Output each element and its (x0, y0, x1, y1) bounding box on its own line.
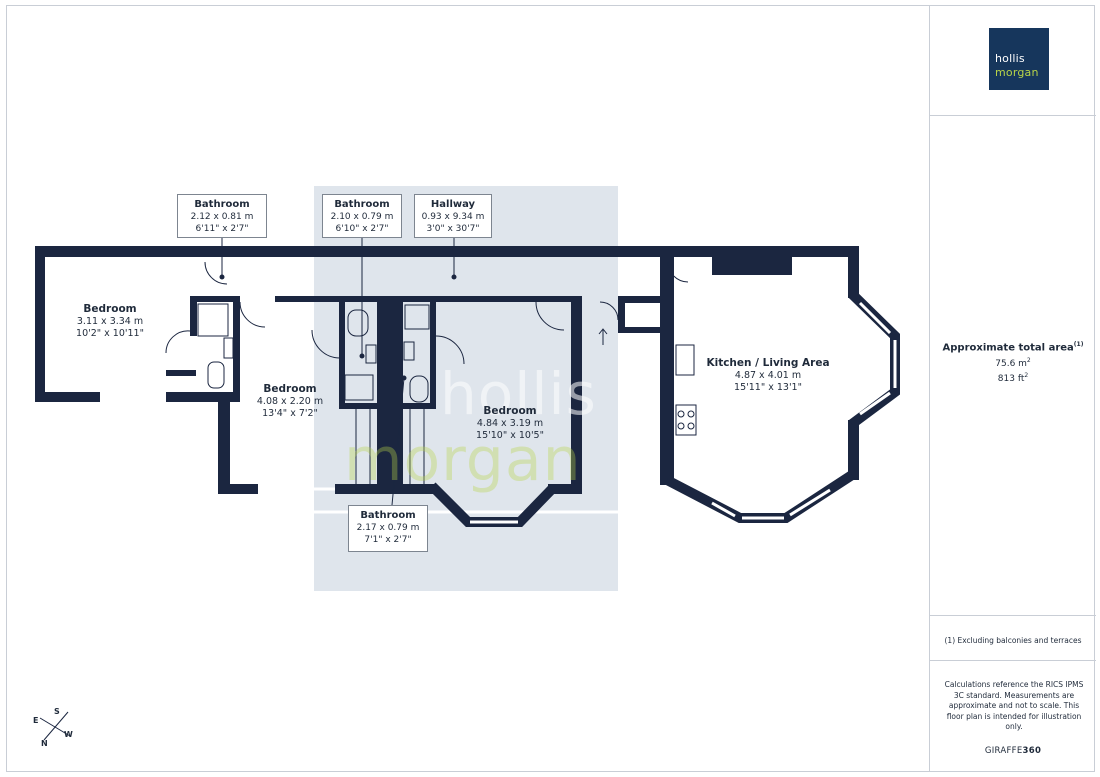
wall-bath1-right (233, 296, 240, 402)
compass-rose (39, 711, 71, 741)
room-imperial: 15'11" x 13'1" (734, 382, 802, 393)
label-imperial: 3'0" x 30'7" (426, 224, 480, 234)
wall-bath3-bottom (400, 403, 436, 409)
giraffe360-brand: GIRAFFE360 (984, 746, 1042, 756)
wall-kitchen-right-top (848, 246, 859, 298)
wall-hall-right-c (618, 327, 660, 333)
room-imperial: 15'10" x 10'5" (476, 430, 544, 441)
area-footnote-marker: (1) (1073, 341, 1084, 348)
label-hallway: Hallway 0.93 x 9.34 m 3'0" x 30'7" (414, 194, 492, 238)
wall-bedroom3-bottom (548, 484, 582, 494)
room-title: Bedroom (83, 303, 137, 315)
label-title: Hallway (430, 199, 476, 210)
total-area-m2: 75.6 m2 (995, 357, 1031, 369)
divider (930, 660, 1096, 661)
wall-hall-right-b (618, 296, 625, 333)
logo-line2: morgan (995, 66, 1039, 79)
room-imperial: 13'4" x 7'2" (262, 408, 318, 419)
wall-bedroom2-bottom (218, 484, 258, 494)
wall-bedroom2-left (218, 396, 230, 494)
room-kitchen: Kitchen / Living Area 4.87 x 4.01 m 15'1… (700, 356, 836, 394)
label-bathroom-bottom: Bathroom 2.17 x 0.79 m 7'1" x 2'7" (348, 505, 428, 552)
label-metric: 2.12 x 0.81 m (190, 212, 254, 222)
window-panes (100, 301, 897, 524)
label-imperial: 6'11" x 2'7" (195, 224, 249, 234)
wall-bath1-top (190, 296, 240, 302)
wall-hall-top (275, 296, 580, 302)
wall-top (35, 246, 859, 257)
room-title: Kitchen / Living Area (706, 357, 830, 369)
wall-bath1-bottom (166, 370, 196, 376)
label-bathroom-mid: Bathroom 2.10 x 0.79 m 6'10" x 2'7" (322, 194, 402, 238)
label-metric: 0.93 x 9.34 m (421, 212, 485, 222)
divider (930, 115, 1096, 116)
wall-bedroom3-right (571, 296, 582, 494)
divider (930, 615, 1096, 616)
compass-w: W (64, 730, 73, 739)
room-bedroom-3: Bedroom 4.84 x 3.19 m 15'10" x 10'5" (455, 404, 565, 442)
label-title: Bathroom (194, 199, 250, 210)
fixtures (197, 303, 697, 484)
wall-bedroom1-bottom-b (166, 392, 236, 402)
label-title: Bathroom (334, 199, 390, 210)
door-swings (165, 261, 689, 365)
wall-kitchen-chimney (712, 257, 792, 275)
walls (35, 246, 859, 494)
room-metric: 3.11 x 3.34 m (76, 316, 144, 327)
leader-lines (221, 238, 455, 506)
wall-central-pillar (377, 296, 403, 494)
label-imperial: 7'1" x 2'7" (364, 535, 412, 545)
bay-kitchen-bottom (664, 470, 855, 523)
room-metric: 4.84 x 3.19 m (476, 418, 544, 429)
watermark-line1: hollis (440, 360, 597, 428)
watermark-line2: morgan (344, 425, 582, 495)
wall-hall-right (618, 296, 660, 303)
hollis-morgan-logo: hollis morgan (989, 28, 1049, 90)
leader-dots (219, 274, 457, 381)
wall-kitchen-left (660, 257, 674, 485)
wall-left (35, 246, 45, 402)
footnote: (1) Excluding balconies and terraces (944, 636, 1082, 645)
label-metric: 2.17 x 0.79 m (356, 523, 420, 533)
calculation-note: Calculations reference the RICS IPMS 3C … (944, 680, 1084, 731)
room-metric: 4.87 x 4.01 m (734, 370, 802, 381)
room-title: Bedroom (483, 405, 537, 417)
total-area-title: Approximate total area(1) (942, 341, 1084, 354)
wall-bath1-left (190, 296, 197, 336)
label-title: Bathroom (360, 510, 416, 521)
label-metric: 2.10 x 0.79 m (330, 212, 394, 222)
info-sidebar: hollis morgan Approximate total area(1) … (929, 5, 1096, 772)
wall-bedroom1-bottom (35, 392, 100, 402)
stairs-arrow (598, 328, 608, 345)
wall-bath3-right (430, 296, 436, 408)
wall-bath2-left (339, 296, 345, 408)
logo-line1: hollis (995, 52, 1025, 65)
label-bathroom-left: Bathroom 2.12 x 0.81 m 6'11" x 2'7" (177, 194, 267, 238)
room-title: Bedroom (263, 383, 317, 395)
compass-e: E (33, 716, 39, 725)
room-bedroom-2: Bedroom 4.08 x 2.20 m 13'4" x 7'2" (235, 382, 345, 420)
wall-bath2-bottom (339, 403, 389, 409)
label-imperial: 6'10" x 2'7" (335, 224, 389, 234)
compass-s: S (54, 707, 60, 716)
room-bedroom-1: Bedroom 3.11 x 3.34 m 10'2" x 10'11" (55, 302, 165, 340)
room-imperial: 10'2" x 10'11" (76, 328, 144, 339)
total-area-ft2: 813 ft2 (997, 372, 1029, 384)
room-metric: 4.08 x 2.20 m (256, 396, 324, 407)
wall-kitchen-right-bottom (848, 420, 859, 480)
compass-n: N (41, 739, 48, 748)
